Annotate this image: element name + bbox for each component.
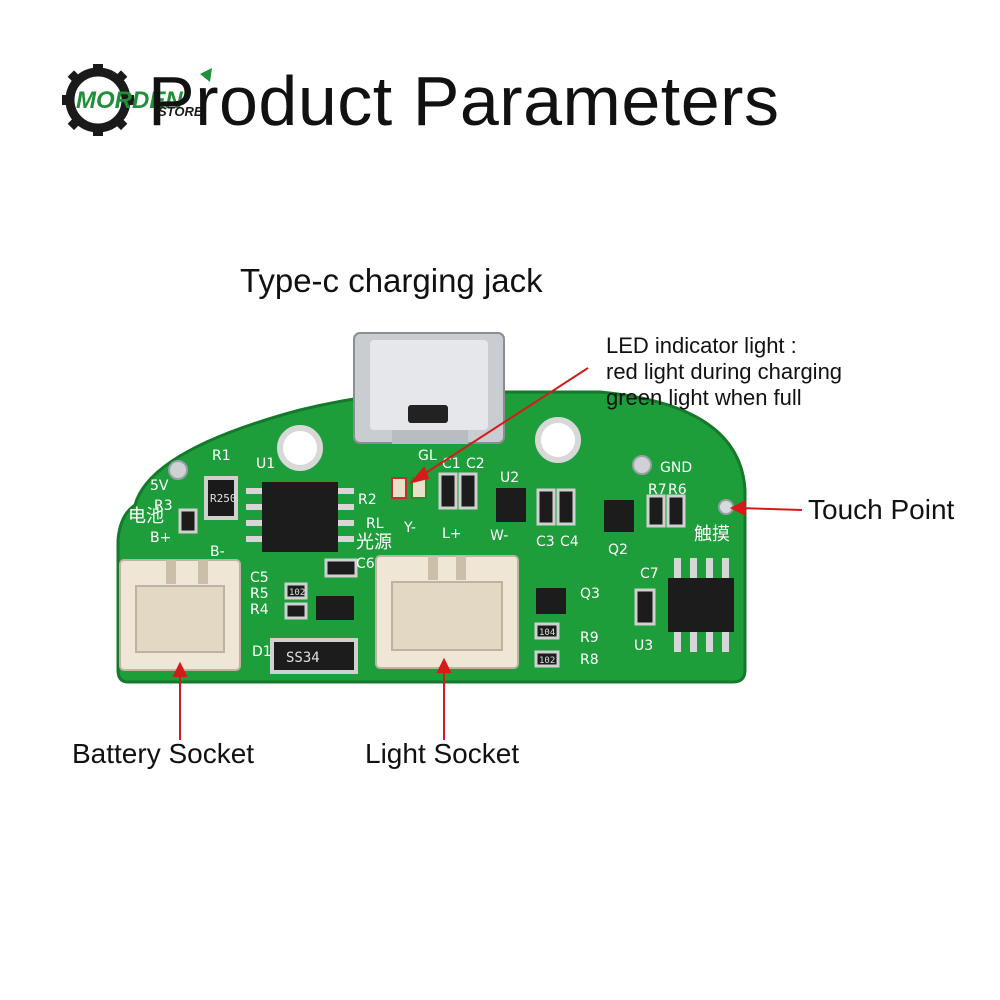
type-c-label: Type-c charging jack [240,262,543,299]
svg-text:U2: U2 [500,470,519,486]
svg-text:C6: C6 [356,556,375,572]
cn-battery-label: 电池 [128,506,164,527]
transistor-q3 [536,588,566,614]
morden-store-logo: MORDEN STORE [62,64,212,136]
arrow-led [417,367,589,479]
battery-connector [119,559,241,671]
svg-text:SS34: SS34 [286,650,320,666]
svg-text:R6: R6 [668,482,687,498]
svg-text:Q3: Q3 [580,586,600,602]
diode-d1 [270,638,358,674]
svg-text:C2: C2 [466,456,485,472]
light-socket-label: Light Socket [365,738,520,769]
type-c-jack [353,332,505,444]
svg-text:RL: RL [366,516,384,532]
arrow-touch [737,507,803,511]
silkscreen-cn: 电池 光源 触摸 [128,506,730,553]
component-markings: R250 SS34 102 104 102 [210,492,555,666]
svg-text:R9: R9 [580,630,599,646]
arrow-touch-head [729,500,745,516]
led-label-line1: LED indicator light : [606,333,797,358]
svg-text:R7: R7 [648,482,667,498]
svg-text:C7: C7 [640,566,659,582]
svg-text:L+: L+ [442,526,462,542]
cn-touch-label: 触摸 [694,524,730,545]
touch-pad [718,499,734,515]
logo-text-sub: STORE [158,104,203,119]
svg-text:R1: R1 [212,448,231,464]
resistor-r1 [204,476,238,520]
svg-text:D1: D1 [252,644,272,660]
chip-u1 [246,482,354,552]
led-label-line2: red light during charging [606,359,843,384]
svg-text:U3: U3 [634,638,653,654]
chip-u3 [668,558,734,652]
svg-text:U1: U1 [256,456,275,472]
svg-text:R2: R2 [358,492,377,508]
pad-gnd [632,455,652,475]
smd-components [178,472,686,668]
callout-arrows [172,367,803,740]
svg-text:R250: R250 [210,492,237,505]
arrow-battery-head [172,661,188,677]
svg-text:W-: W- [490,528,508,544]
leaf-icon [200,68,212,82]
page-title: Product Parameters [148,62,780,140]
svg-text:B+: B+ [150,530,171,546]
mount-hole-right [535,417,581,463]
pad-5v [168,460,188,480]
svg-text:C4: C4 [560,534,579,550]
arrow-led-head [409,466,430,484]
svg-text:GL: GL [418,448,437,464]
svg-text:Y-: Y- [403,520,416,536]
transistor-q2 [604,500,634,532]
svg-text:Q2: Q2 [608,542,628,558]
led-red [391,477,407,499]
svg-text:B-: B- [210,544,225,560]
svg-text:C3: C3 [536,534,555,550]
transistor-u2 [496,488,526,522]
silkscreen: 5V R1 U1 R3 B+ B- GL C1 C2 U2 R2 RL Y- L… [150,448,692,668]
transistor-q1 [316,596,354,620]
arrow-light-head [436,657,452,673]
svg-text:R8: R8 [580,652,599,668]
svg-text:GND: GND [660,460,692,476]
svg-text:C5: C5 [250,570,269,586]
led-label-line3: green light when full [606,385,802,410]
logo-text-main: MORDEN [76,87,183,114]
light-connector [375,555,519,669]
svg-text:R5: R5 [250,586,269,602]
svg-text:R4: R4 [250,602,269,618]
svg-text:C1: C1 [442,456,461,472]
mount-hole-left [277,425,323,471]
battery-socket-label: Battery Socket [72,738,255,769]
touch-point-label: Touch Point [808,494,955,525]
svg-text:5V: 5V [150,478,169,494]
svg-text:102: 102 [289,588,305,598]
led-indicator-label: LED indicator light : red light during c… [606,333,842,411]
svg-text:R3: R3 [154,498,173,514]
svg-text:102: 102 [539,656,555,666]
cn-light-label: 光源 [356,532,392,553]
pcb-board [116,390,747,684]
svg-text:104: 104 [539,628,555,638]
